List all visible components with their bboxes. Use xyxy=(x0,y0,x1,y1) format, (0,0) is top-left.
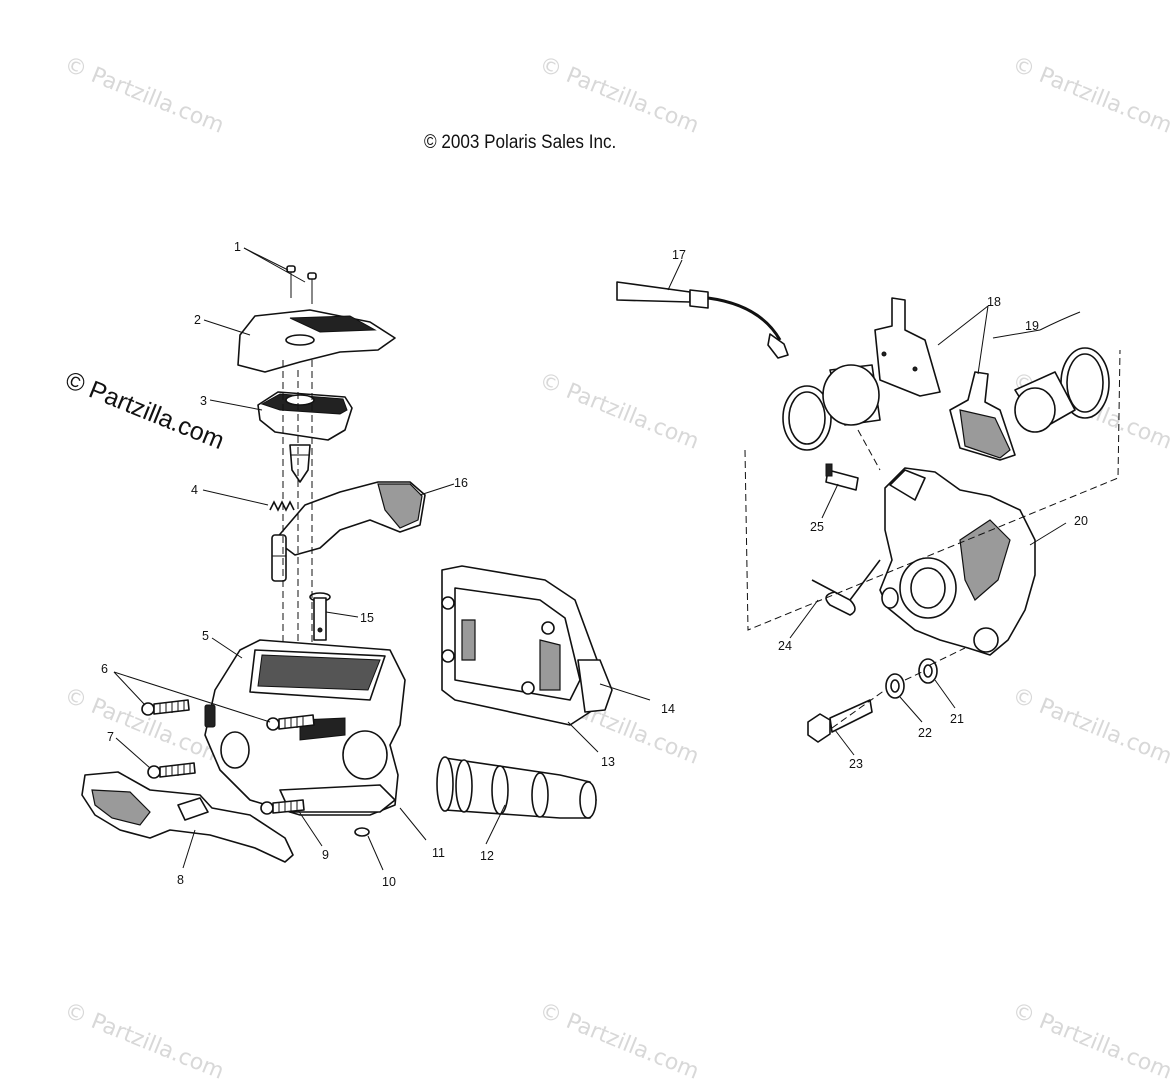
part-12-piston xyxy=(436,756,597,819)
part-21-washer xyxy=(918,658,938,684)
part-16-lever xyxy=(271,481,426,582)
part-3-diaphragm xyxy=(257,391,353,441)
parts-diagram: © Partzilla.com © Partzilla.com © Partzi… xyxy=(61,52,1176,1085)
part-15-pivot-pin xyxy=(309,592,331,641)
part-19-piston-seal xyxy=(1014,347,1110,433)
part-left-piston-seal xyxy=(782,364,881,451)
callout-4: 4 xyxy=(191,483,198,497)
part-20-caliper-body xyxy=(879,467,1036,656)
callout-24: 24 xyxy=(778,639,792,653)
part-7-screw xyxy=(147,762,196,779)
callout-13: 13 xyxy=(601,755,615,769)
callout-10: 10 xyxy=(382,875,396,889)
callout-16: 16 xyxy=(454,476,468,490)
copyright-notice: © 2003 Polaris Sales Inc. xyxy=(424,132,617,153)
callout-15: 15 xyxy=(360,611,374,625)
part-plunger xyxy=(289,444,311,483)
callout-17: 17 xyxy=(672,248,686,262)
callout-12: 12 xyxy=(480,849,494,863)
callout-5: 5 xyxy=(202,629,209,643)
part-23-bolt xyxy=(807,699,873,743)
part-2-reservoir-cover xyxy=(237,309,396,373)
callout-9: 9 xyxy=(322,848,329,862)
callout-21: 21 xyxy=(950,712,964,726)
callout-22: 22 xyxy=(918,726,932,740)
part-18-brake-pads xyxy=(874,297,1016,461)
callout-20: 20 xyxy=(1074,514,1088,528)
part-14-gasket xyxy=(577,659,613,713)
callout-7: 7 xyxy=(107,730,114,744)
part-22-washer xyxy=(885,673,905,699)
part-10-clip xyxy=(354,827,370,837)
callout-18: 18 xyxy=(987,295,1001,309)
part-5-master-cylinder-body xyxy=(204,639,406,816)
part-17-brake-line xyxy=(616,281,789,359)
callout-23: 23 xyxy=(849,757,863,771)
part-8-hand-lever xyxy=(81,771,294,863)
callout-1: 1 xyxy=(234,240,241,254)
callout-8: 8 xyxy=(177,873,184,887)
part-24-retaining-pin xyxy=(811,559,881,616)
part-4-spring xyxy=(269,500,295,512)
part-6-screws xyxy=(141,699,315,731)
callout-3: 3 xyxy=(200,394,207,408)
exploded-view: 1 2 3 4 5 6 7 8 9 10 11 12 13 14 15 16 1… xyxy=(81,240,1121,889)
callout-6: 6 xyxy=(101,662,108,676)
callout-14: 14 xyxy=(661,702,675,716)
callout-11: 11 xyxy=(432,846,445,860)
part-25-bleeder xyxy=(825,463,859,491)
callout-2: 2 xyxy=(194,313,201,327)
part-9-screw xyxy=(260,799,305,815)
part-1-screws xyxy=(286,265,317,304)
callout-19: 19 xyxy=(1025,319,1039,333)
callout-labels: 1 2 3 4 5 6 7 8 9 10 11 12 13 14 15 16 1… xyxy=(101,240,1088,889)
part-13-cover xyxy=(441,565,606,726)
callout-25: 25 xyxy=(810,520,824,534)
leader-lines xyxy=(113,247,1081,871)
